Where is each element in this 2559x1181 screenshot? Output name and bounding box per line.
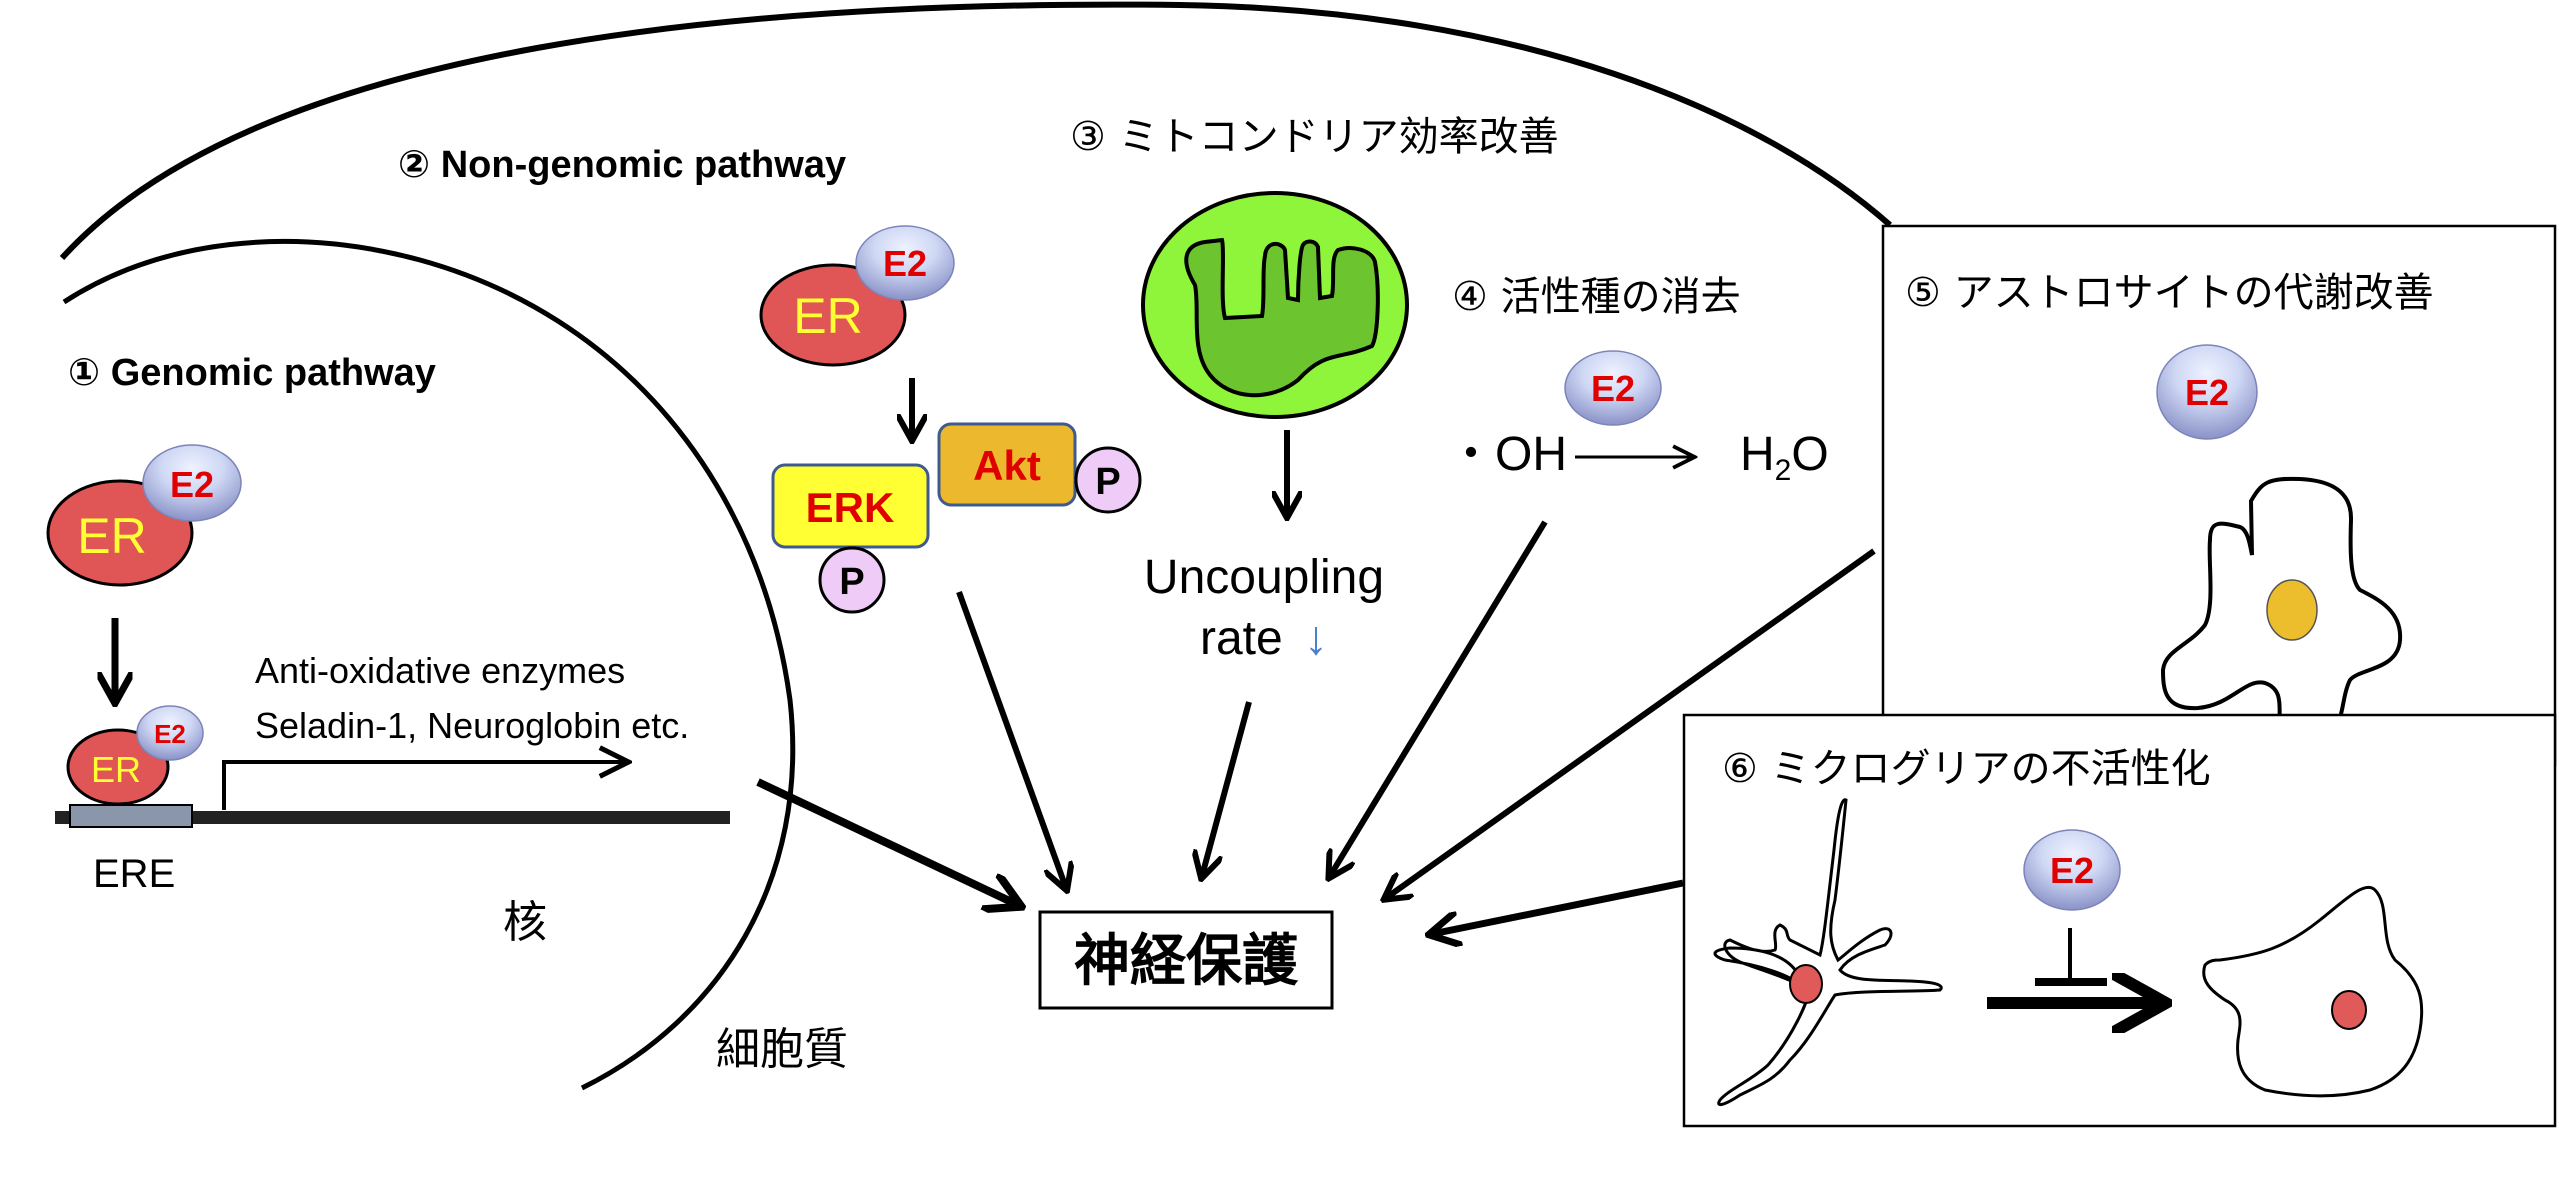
er-receptor-ng: [759, 263, 907, 367]
akt-label: Akt: [973, 442, 1041, 489]
inhibition-symbol: [2035, 928, 2107, 986]
er-e2-complex-bound: ER E2: [66, 705, 204, 806]
microglia-label: ⑥ ミクログリアの不活性化: [1722, 746, 2211, 792]
rate-word: rate: [1200, 612, 1283, 665]
er-e2-complex-genomic: ER E2: [46, 444, 242, 587]
arrow-nongenomic-to-neuroprotection: [956, 590, 1066, 888]
rate-text: rate ↓: [1200, 612, 1328, 665]
non-genomic-pathway-label: ② Non-genomic pathway: [398, 144, 846, 186]
cell-membrane-arc: [59, 1, 1892, 261]
water-o: O: [1791, 428, 1828, 481]
mitochondria-label: ③ ミトコンドリア効率改善: [1070, 114, 1559, 160]
neuroprotection-label: 神経保護: [1074, 929, 1299, 994]
akt-kinase: Akt: [937, 422, 1077, 507]
e2-label-bound: E2: [154, 719, 186, 749]
e2-ligand-bound: [136, 705, 204, 761]
dna-strand: [55, 811, 730, 824]
genomic-pathway-label: ① Genomic pathway: [68, 352, 436, 394]
water-subscript: 2: [1775, 454, 1792, 487]
water-text: H2O: [1740, 428, 1829, 487]
arrow-genomic-to-neuroprotection: [756, 778, 1018, 905]
e2-label-ros: E2: [1591, 368, 1635, 409]
ros-label: ④ 活性種の消去: [1452, 274, 1741, 320]
akt-box: [937, 422, 1077, 507]
nuclear-membrane-arc: [62, 238, 796, 1091]
transcription-arrow: [222, 762, 625, 810]
arrow-mito-to-neuroprotection: [1202, 701, 1252, 876]
phosphate-circle-akt: [1074, 446, 1142, 514]
activated-microglia-icon: [2202, 885, 2424, 1098]
er-label-ng: ER: [793, 288, 862, 344]
ere-label: ERE: [93, 852, 175, 896]
e2-ligand: [142, 444, 242, 522]
phospho-erk: P: [818, 546, 886, 614]
ramified-microglia-nucleus: [1789, 964, 1823, 1004]
nucleus-label: 核: [503, 897, 547, 948]
seladin-neuroglobin-text: Seladin-1, Neuroglobin etc.: [255, 705, 689, 746]
e2-ligand-ros: [1564, 350, 1662, 426]
e2-label-astro: E2: [2185, 372, 2229, 413]
activated-microglia-nucleus: [2331, 990, 2367, 1030]
phosphate-circle-erk: [818, 546, 886, 614]
neuroprotection-box: [1038, 910, 1334, 1010]
erk-kinase: ERK: [771, 463, 930, 549]
ere-element: [69, 804, 193, 828]
water-h: H: [1740, 428, 1775, 481]
e2-ligand-microglia: [2023, 829, 2121, 911]
er-label-bound: ER: [91, 749, 141, 790]
ramified-microglia-outline: [1713, 798, 1943, 1107]
e2-label-microglia: E2: [2050, 850, 2094, 891]
phospho-akt: P: [1074, 446, 1142, 514]
astrocyte-label: ⑤ アストロサイトの代謝改善: [1905, 270, 2434, 316]
mitochondrion-cristae: [1184, 237, 1380, 398]
e2-ligand-astro: [2156, 344, 2258, 440]
phosphate-label-erk: P: [839, 561, 864, 603]
activated-microglia-outline: [2202, 885, 2424, 1098]
arrow-astrocyte-to-neuroprotection: [1386, 548, 1876, 898]
arrow-ros-to-neuroprotection: [1330, 520, 1548, 876]
mitochondrion-icon: [1141, 191, 1409, 419]
e2-label: E2: [170, 464, 214, 505]
cytoplasm-label: 細胞質: [716, 1024, 848, 1075]
hydroxyl-radical-text: ・OH: [1447, 428, 1567, 481]
anti-oxidative-enzymes-text: Anti-oxidative enzymes: [255, 650, 625, 691]
er-e2-complex-non-genomic: ER E2: [759, 225, 955, 367]
ramified-microglia-icon: [1713, 798, 1943, 1107]
phosphate-label-akt: P: [1095, 461, 1120, 503]
astrocyte-nucleus: [2266, 579, 2318, 641]
decrease-arrow-icon: ↓: [1304, 612, 1328, 665]
uncoupling-text: Uncoupling: [1144, 551, 1384, 604]
e2-ligand-ng: [855, 225, 955, 301]
er-label: ER: [77, 508, 146, 564]
arrow-microglia-to-neuroprotection: [1432, 879, 1684, 934]
erk-label: ERK: [806, 484, 895, 531]
e2-label-ng: E2: [883, 243, 927, 284]
